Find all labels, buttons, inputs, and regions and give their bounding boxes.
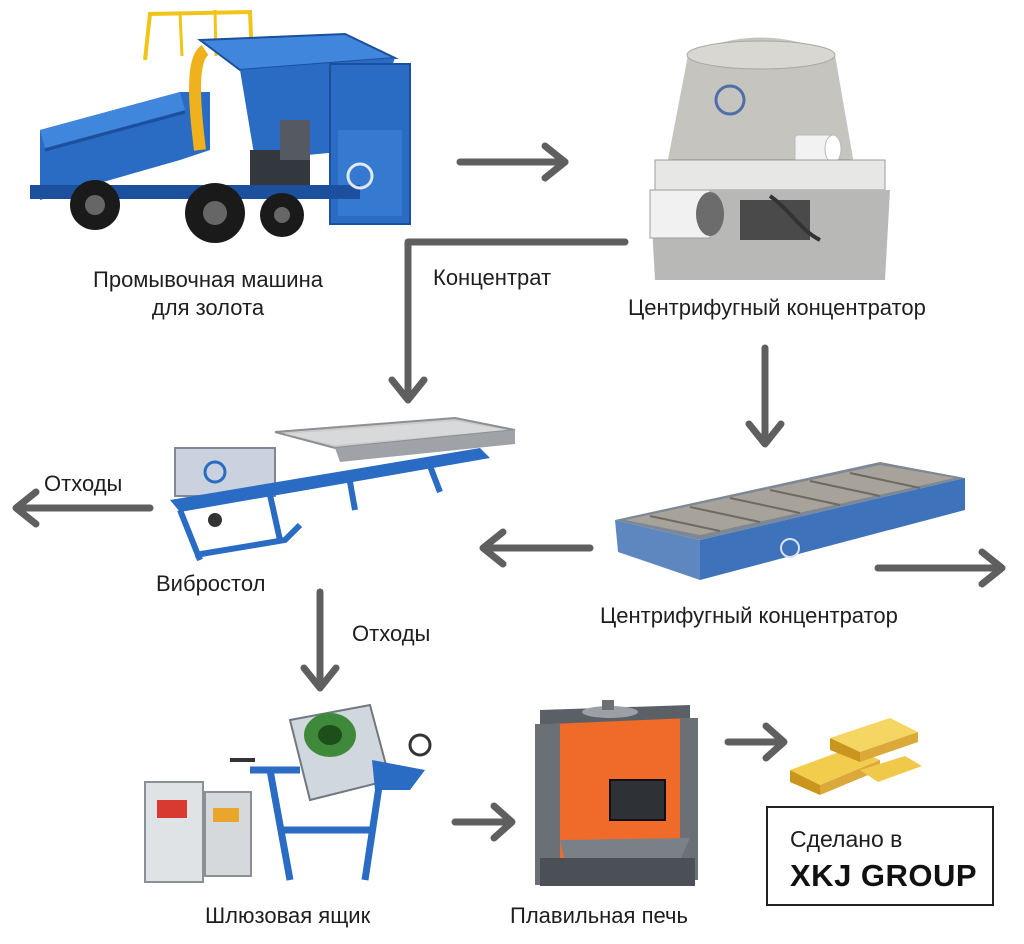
sluice-box-label: Шлюзовая ящик	[205, 903, 371, 928]
shaking-table-label: Вибростол	[156, 571, 266, 596]
brand-name: XKJ GROUP	[790, 858, 978, 893]
washing-machine-label-line2: для золота	[151, 295, 265, 320]
flow-arrows	[12, 142, 1006, 842]
arrow-shaking-table-tailings	[12, 488, 154, 528]
centrifugal-concentrator-icon	[649, 37, 890, 280]
sluice-conveyor-label: Центрифугный концентратор	[600, 603, 898, 628]
shaking-table-icon	[170, 416, 516, 562]
washing-machine-label: Промывочная машина для золота	[50, 266, 366, 322]
arrow-sluice-to-shaking-table	[479, 528, 594, 568]
arrow-centrifugal-to-sluice	[745, 344, 785, 448]
arrow-concentrate-to-shaking-table	[388, 238, 629, 404]
concentrate-edge-label: Концентрат	[433, 265, 552, 290]
gold-washing-machine-icon	[30, 9, 411, 243]
arrow-sluice-box-to-furnace	[451, 802, 516, 842]
brand-box: Сделано в XKJ GROUP	[766, 806, 994, 906]
induction-melting-furnace-icon	[144, 703, 432, 883]
brand-made-in: Сделано в	[790, 826, 903, 852]
arrow-furnace-to-gold	[724, 722, 788, 762]
arrow-sluice-out-right	[874, 548, 1006, 588]
gold-bars-icon	[790, 718, 922, 795]
centrifugal-concentrator-label: Центрифугный концентратор	[628, 295, 926, 320]
sluice-box-icon	[615, 462, 965, 580]
smelting-furnace-icon	[535, 700, 698, 886]
arrow-shaking-table-down	[300, 588, 340, 692]
smelting-furnace-label: Плавильная печь	[510, 903, 688, 928]
tailings-down-edge-label: Отходы	[352, 621, 431, 646]
tailings-left-edge-label: Отходы	[44, 471, 123, 496]
arrow-washing-to-centrifugal	[456, 142, 569, 182]
washing-machine-label-line1: Промывочная машина	[93, 267, 323, 292]
